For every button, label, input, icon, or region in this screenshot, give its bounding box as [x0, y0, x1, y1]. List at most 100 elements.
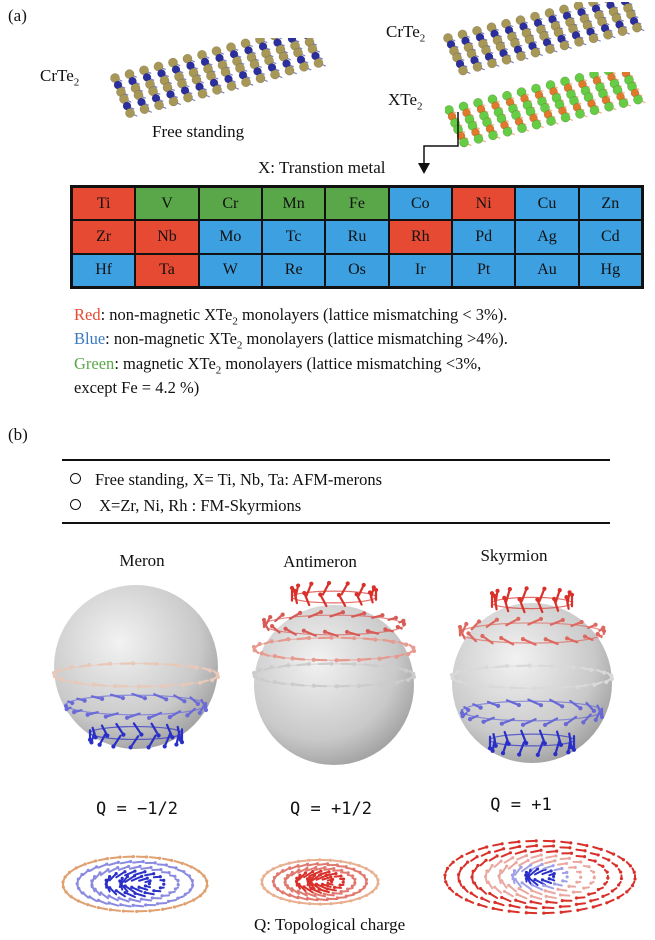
element-cell-rh: Rh [388, 220, 452, 254]
legend-red-text-2: monolayers (lattice mismatching < 3%). [237, 305, 508, 324]
spin-texture [61, 854, 209, 914]
skyrmion-charge: Q = +1 [490, 795, 552, 815]
element-cell-ir: Ir [388, 253, 452, 287]
topological-charge-caption: Q: Topological charge [254, 915, 406, 934]
element-cell-cu: Cu [515, 187, 579, 221]
element-cell-v: V [135, 187, 199, 221]
element-cell-ti: Ti [72, 187, 136, 221]
legend-blue-text-2: monolayers (lattice mismatching >4%). [242, 329, 508, 349]
element-cell-ru: Ru [325, 220, 389, 254]
heterostructure-bottom-label: XTe2 [388, 90, 423, 112]
bullet-text: X=Zr, Ni, Rh : FM-Skyrmions [95, 496, 302, 515]
antimeron-charge: Q = +1/2 [290, 799, 372, 819]
spin-ring [449, 663, 615, 691]
element-cell-pt: Pt [451, 253, 516, 287]
spin-ring [487, 729, 577, 758]
spin-texture [260, 858, 380, 906]
spin-ring [63, 692, 209, 721]
element-cell-nb: Nb [135, 220, 199, 254]
spin-ring [251, 661, 417, 689]
xte2-layer-structure [445, 72, 646, 148]
legend-red: Red: non-magnetic XTe2 monolayers (latti… [74, 305, 508, 327]
transition-metal-label: X: Transtion metal [258, 158, 386, 177]
element-cell-mn: Mn [261, 187, 326, 221]
material-subscript: 2 [417, 100, 423, 113]
top-rule [62, 459, 610, 461]
element-cell-zr: Zr [72, 220, 136, 254]
element-cell-cd: Cd [578, 220, 642, 254]
material-subscript: 2 [73, 76, 80, 89]
legend-blue-text: : non-magnetic XTe [105, 329, 237, 349]
legend-green-text: : magnetic XTe [114, 353, 216, 373]
spin-ring [87, 722, 185, 750]
element-cell-re: Re [261, 253, 326, 287]
legend-green-text-2: monolayers (lattice mismatching <3%, [221, 353, 482, 373]
element-cell-os: Os [325, 253, 389, 287]
bullet-item-1: Free standing, X= Ti, Nb, Ta: AFM-merons [70, 470, 382, 490]
material-name: XTe [388, 90, 418, 109]
spin-ring [489, 586, 575, 614]
material-name: CrTe [386, 22, 420, 41]
meron-sphere-visualization [51, 585, 221, 750]
spin-ring [457, 616, 607, 646]
element-cell-co: Co [388, 187, 452, 221]
legend-blue-key: Blue [74, 329, 106, 349]
element-cell-zn: Zn [578, 187, 642, 221]
spin-ring [251, 635, 417, 663]
free-standing-material-label: CrTe2 [40, 66, 79, 88]
lattice-atoms [110, 38, 326, 118]
legend-subscript: 2 [215, 363, 222, 376]
legend-green: Green: magnetic XTe2 monolayers (lattice… [74, 354, 508, 376]
spin-texture [443, 839, 637, 915]
meron-planar-texture [61, 854, 209, 914]
bullet-circle-icon [70, 499, 81, 510]
skyrmion-planar-texture [443, 839, 637, 915]
bottom-rule [62, 522, 610, 524]
spin-ring [51, 661, 221, 689]
bloch-sphere [54, 585, 218, 749]
spin-ring [289, 580, 379, 608]
bullet-text: Free standing, X= Ti, Nb, Ta: AFM-merons [95, 470, 382, 489]
element-cell-ag: Ag [515, 220, 579, 254]
skyrmion-sphere-visualization [449, 586, 615, 763]
antimeron-planar-texture [260, 858, 380, 906]
spin-ring [261, 609, 407, 638]
lattice-atoms [443, 2, 645, 76]
meron-charge: Q = −1/2 [96, 799, 178, 819]
element-cell-au: Au [515, 253, 579, 287]
element-cell-hg: Hg [578, 253, 642, 287]
bullet-circle-icon [70, 473, 81, 484]
antimeron-sphere-visualization [251, 580, 417, 765]
material-name: CrTe [40, 66, 74, 85]
antimeron-title: Antimeron [283, 552, 357, 571]
lattice-atoms [445, 72, 646, 148]
panel-b-label: (b) [8, 425, 28, 444]
panel-a-label: (a) [8, 6, 27, 25]
spin-ring [459, 698, 605, 728]
element-cell-fe: Fe [325, 187, 389, 221]
skyrmion-title: Skyrmion [480, 546, 548, 565]
bullet-item-2: X=Zr, Ni, Rh : FM-Skyrmions [70, 496, 301, 516]
element-cell-ta: Ta [135, 253, 199, 287]
heterostructure-top-label: CrTe2 [386, 22, 425, 44]
element-cell-mo: Mo [198, 220, 262, 254]
legend-red-text: : non-magnetic XTe [100, 305, 233, 324]
element-cell-tc: Tc [261, 220, 326, 254]
free-standing-crystal-structure [110, 38, 326, 118]
element-cell-hf: Hf [72, 253, 136, 287]
material-subscript: 2 [419, 32, 426, 45]
crte2-layer-structure [443, 2, 645, 76]
legend-green-line2: except Fe = 4.2 %) [74, 377, 200, 397]
legend-subscript: 2 [236, 339, 243, 352]
color-legend: Red: non-magnetic XTe2 monolayers (latti… [74, 305, 508, 398]
meron-title: Meron [119, 551, 165, 570]
element-cell-cr: Cr [198, 187, 262, 221]
element-cell-w: W [198, 253, 262, 287]
legend-subscript: 2 [232, 315, 238, 328]
connector-arrow [418, 112, 459, 174]
legend-red-key: Red [74, 305, 101, 324]
element-cell-pd: Pd [451, 220, 516, 254]
element-cell-ni: Ni [451, 187, 516, 221]
bloch-sphere [254, 605, 414, 765]
